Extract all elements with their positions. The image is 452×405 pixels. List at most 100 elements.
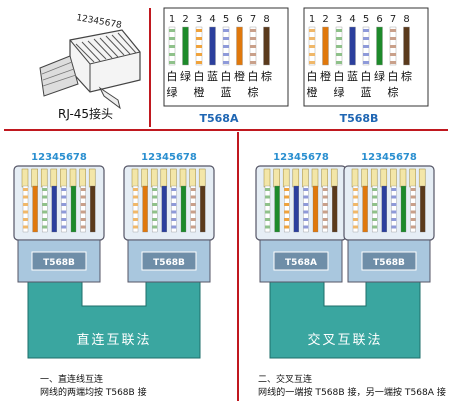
plug-standard-label: T568B <box>43 258 75 268</box>
plug-wire <box>293 185 299 233</box>
wire-stripe <box>390 29 396 32</box>
plug-wire-stripe <box>353 218 358 221</box>
wire-stripe <box>196 61 202 64</box>
wire-swatch <box>349 26 356 66</box>
standard-title: T568B <box>340 112 379 125</box>
pin-number: 5 <box>363 14 369 25</box>
plug-wire-stripe <box>322 218 328 221</box>
plug-standard-label: T568B <box>153 258 185 268</box>
plug-wire-stripe <box>190 225 196 229</box>
plug-contact <box>160 168 168 188</box>
wire-color-label: 绿 <box>374 69 385 83</box>
rj45-pin-numbers: 12345678 <box>75 13 122 31</box>
plug-wire-stripe <box>42 210 48 214</box>
plug-wire-stripe <box>322 195 328 199</box>
color-tables: 1白2绿3白4蓝5白6橙7白8棕绿橙蓝棕T568A1白2橙3白4蓝5白6绿7白8… <box>163 7 429 125</box>
plug-wire-stripe <box>391 210 397 214</box>
pin-number: 2 <box>322 14 328 25</box>
wire-stripe <box>309 53 315 56</box>
pin-number: 7 <box>390 14 396 25</box>
wire-swatch <box>236 26 243 66</box>
plug-wire-stripe <box>23 210 28 214</box>
plug-wire-stripe <box>152 225 158 229</box>
wire-stripe <box>309 29 315 32</box>
plug-wire <box>322 185 328 233</box>
plug-wire-stripe <box>61 210 67 214</box>
plug-wire-stripe <box>171 225 177 229</box>
pin-number: 7 <box>250 14 256 25</box>
plug-wire-stripe <box>133 188 138 191</box>
plug-wire-stripe <box>133 203 138 206</box>
plug-wire-stripe <box>190 203 196 206</box>
wire-color-label: 白 <box>167 69 178 83</box>
plug-wire-stripe <box>61 225 67 229</box>
plug-wire-stripe <box>80 210 86 214</box>
plug-wire-stripe <box>284 195 290 199</box>
plug-wire-stripe <box>133 225 138 229</box>
plug-contact <box>399 168 407 188</box>
wire-stripe <box>169 53 175 56</box>
plug-standard-tag <box>141 251 197 271</box>
wire-stripe <box>336 37 342 40</box>
plug-wire-stripe <box>353 188 358 191</box>
table-t568a: 1白2绿3白4蓝5白6橙7白8棕绿橙蓝棕T568A <box>163 7 289 125</box>
plug-wire-stripe <box>23 195 28 199</box>
wire-color-label: 白 <box>388 69 399 83</box>
plug-wire <box>284 185 290 233</box>
plug-contact <box>40 168 48 188</box>
wire-swatch <box>322 26 329 66</box>
plug-wire-stripe <box>353 203 358 206</box>
plug-wire <box>32 185 38 233</box>
wire-stripe <box>250 61 256 64</box>
pin-number: 8 <box>403 14 409 25</box>
plug-wire-stripe <box>391 203 397 206</box>
plug-wire-stripe <box>190 210 196 214</box>
wire-stripe <box>336 29 342 32</box>
plug-wire <box>381 185 387 233</box>
wire-color-label: 棕 <box>261 69 272 83</box>
plug-wire-stripe <box>303 195 309 199</box>
plug-wire-stripe <box>23 218 28 221</box>
plug-wire <box>312 185 319 233</box>
plug-wire-stripe <box>322 210 328 214</box>
plug-wire-stripe <box>152 188 158 191</box>
plug-wire-stripe <box>410 203 416 206</box>
plug-contact <box>198 168 206 188</box>
wire-stripe <box>309 45 315 48</box>
plug-pin-numbers: 12345678 <box>31 152 87 163</box>
plug-wire-stripe <box>284 188 290 191</box>
plug-wire-stripe <box>391 225 397 229</box>
plug-wire <box>410 185 416 233</box>
table-t568b: 1白2橙3白4蓝5白6绿7白8棕橙绿蓝棕T568B <box>303 7 429 125</box>
plug-contact <box>390 168 397 188</box>
plug-wire <box>180 185 187 233</box>
plug-contact <box>88 168 96 188</box>
wire-stripe <box>336 53 342 56</box>
plug-wire-stripe <box>372 210 378 214</box>
wire-stripe <box>223 53 229 56</box>
plug-contact <box>170 168 177 188</box>
wire-stripe <box>250 45 256 48</box>
plug-contact <box>409 168 416 188</box>
wire-stripe <box>250 37 256 40</box>
wire-stripe <box>363 29 369 32</box>
plug-wire <box>132 185 139 233</box>
plug-wire-stripe <box>410 210 416 214</box>
plug-wire-stripe <box>190 218 196 221</box>
plug-wire-stripe <box>265 188 270 191</box>
plug-wire-stripe <box>80 188 86 191</box>
plug-wire <box>61 185 67 233</box>
plug-contact <box>189 168 196 188</box>
plug-wire <box>362 185 368 233</box>
wire-stripe-label: 绿 <box>167 85 178 99</box>
wire-stripe <box>169 45 175 48</box>
wire-swatch <box>403 26 410 66</box>
wire-stripe <box>390 61 396 64</box>
wire-stripe <box>223 37 229 40</box>
band-label: 直连互联法 <box>76 332 151 348</box>
plug-wire-stripe <box>391 218 397 221</box>
plug-contact <box>79 168 86 188</box>
